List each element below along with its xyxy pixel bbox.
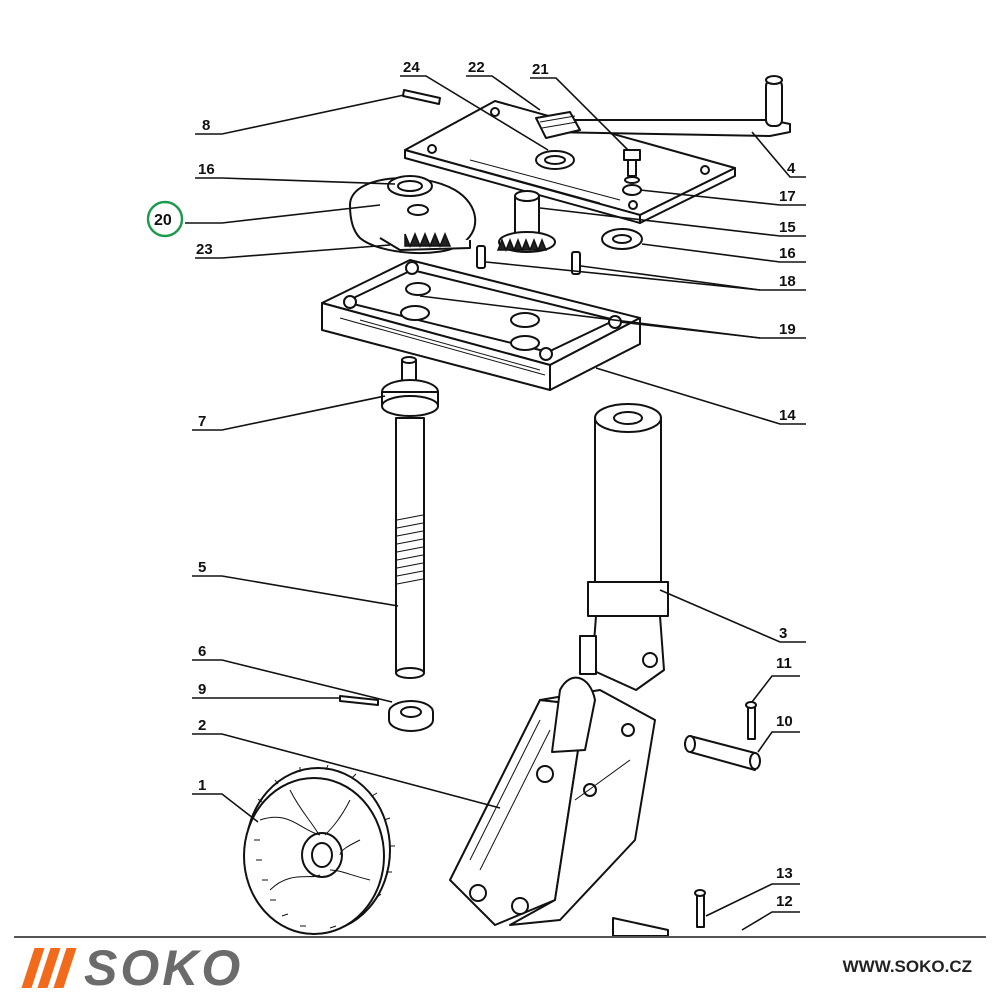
crank-handle-part — [535, 75, 791, 139]
callout-number: 3 — [779, 625, 787, 642]
callout-number: 17 — [779, 188, 796, 205]
callout-number: 10 — [776, 713, 793, 730]
bolt-pin-part — [684, 701, 761, 771]
gear-housing-part — [321, 259, 641, 391]
callout-number: 8 — [202, 117, 210, 134]
callout-number: 23 — [196, 241, 213, 258]
brand-name: SOKO — [84, 940, 244, 996]
dowel-pins-part — [476, 245, 581, 275]
callout-12: 12 — [741, 893, 800, 931]
highlight-ring — [146, 200, 184, 238]
screw-spindle-part — [381, 356, 439, 679]
callout-number: 21 — [532, 61, 549, 78]
brand-logo: SOKO — [21, 940, 244, 996]
callout-17: 17 — [639, 188, 806, 206]
callout-9: 9 — [192, 681, 340, 699]
bolt-part — [623, 149, 641, 184]
callout-11: 11 — [751, 655, 800, 703]
wheel-fork-part — [449, 676, 656, 926]
footer-divider — [14, 936, 986, 938]
washer-part — [601, 228, 643, 250]
callout-6: 6 — [192, 643, 393, 703]
callout-3: 3 — [659, 589, 806, 643]
callout-number: 11 — [776, 655, 792, 672]
callout-number: 4 — [787, 160, 796, 177]
pinion-shaft-part — [496, 190, 556, 253]
callouts-group: 24 22 21 8 16 4 17 — [146, 59, 806, 931]
callout-23: 23 — [195, 241, 391, 259]
callout-16-left: 16 — [195, 161, 396, 185]
callout-20-highlight: 20 — [146, 200, 381, 238]
callout-number: 6 — [198, 643, 206, 660]
callout-8: 8 — [195, 94, 405, 135]
callout-19: 19 — [419, 295, 806, 339]
callout-number: 24 — [403, 59, 420, 76]
callout-7: 7 — [192, 395, 386, 431]
callout-5: 5 — [192, 559, 399, 607]
callout-18: 18 — [485, 261, 806, 291]
callout-number: 12 — [776, 893, 793, 910]
callout-number: 14 — [779, 407, 796, 424]
nut-part — [339, 695, 434, 732]
callout-number: 22 — [468, 59, 485, 76]
top-plate-part — [404, 100, 736, 224]
callout-number: 19 — [779, 321, 796, 338]
callout-13: 13 — [705, 865, 800, 917]
callout-2: 2 — [192, 717, 501, 809]
callout-14: 14 — [595, 367, 806, 425]
callout-number: 16 — [779, 245, 796, 262]
callout-number: 13 — [776, 865, 793, 882]
callout-4: 4 — [751, 131, 806, 178]
callout-22: 22 — [466, 59, 541, 111]
callout-number: 1 — [198, 777, 206, 794]
pin-part — [402, 89, 441, 105]
outer-tube-part — [579, 403, 669, 691]
callout-number: 9 — [198, 681, 206, 698]
highlight-number: 20 — [154, 212, 172, 229]
callout-10: 10 — [757, 713, 800, 753]
callout-number: 5 — [198, 559, 206, 576]
callout-number: 2 — [198, 717, 206, 734]
bottom-bolt-part — [612, 889, 706, 937]
callout-number: 18 — [779, 273, 796, 290]
callout-number: 16 — [198, 161, 215, 178]
callout-number: 7 — [198, 413, 206, 430]
website-url: WWW.SOKO.CZ — [842, 957, 972, 976]
callout-16-right: 16 — [641, 243, 806, 263]
callout-24: 24 — [400, 59, 549, 151]
callout-1: 1 — [192, 777, 259, 823]
callout-number: 15 — [779, 219, 796, 236]
gear-wheel-part — [349, 175, 477, 254]
wheel-part — [243, 764, 395, 935]
callout-15: 15 — [539, 207, 806, 237]
brand-stripes-icon — [21, 948, 77, 988]
callout-21: 21 — [530, 61, 629, 151]
